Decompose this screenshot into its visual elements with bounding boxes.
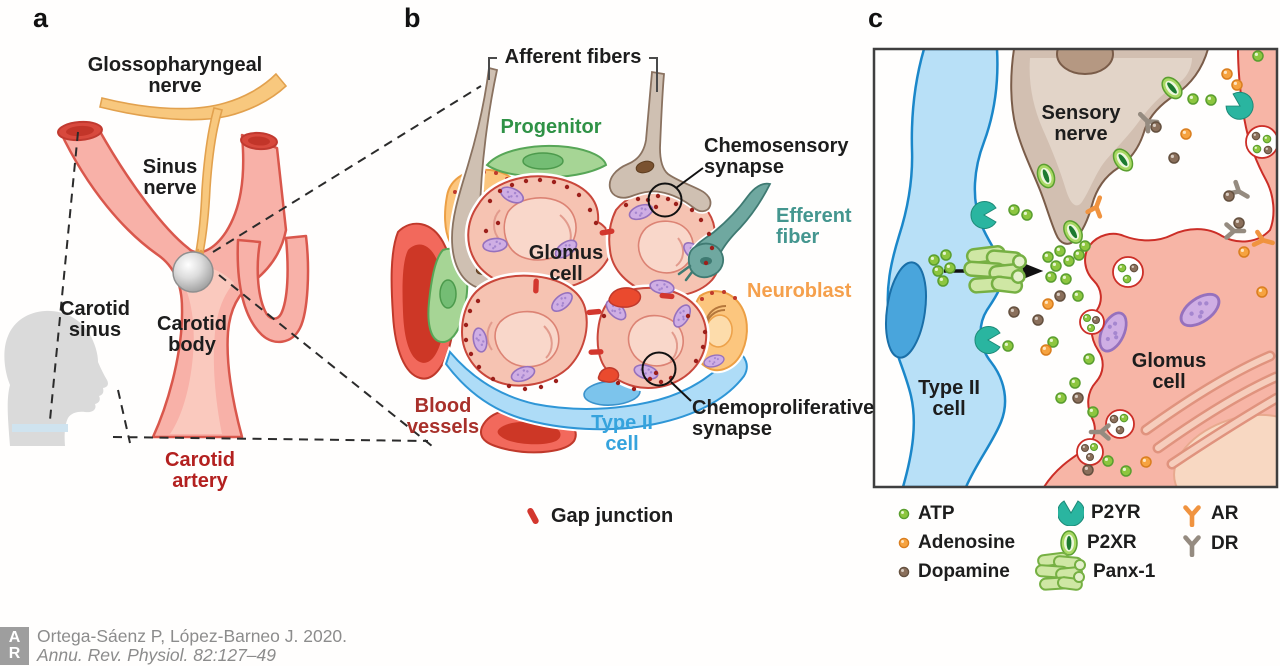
legend-label: ATP bbox=[918, 503, 955, 524]
label-glomus-cell-b: Glomus cell bbox=[528, 242, 604, 286]
label-sensory-nerve: Sensory nerve bbox=[1041, 102, 1121, 146]
legend-label: Adenosine bbox=[918, 532, 1016, 553]
legend-item-panx1: Panx-1 bbox=[1034, 551, 1155, 593]
dopamine-brown-dot-icon bbox=[898, 566, 910, 578]
legend-item-adenosine: Adenosine bbox=[897, 532, 1015, 554]
type2-cell-shape-b bbox=[444, 348, 748, 431]
logo-letter-a: A bbox=[8, 629, 21, 646]
panel-c-frame bbox=[872, 47, 1279, 489]
legend-label: Dopamine bbox=[918, 561, 1010, 582]
chemoproliferative-synapse-circle bbox=[641, 351, 677, 387]
ar-orange-receptor-icon bbox=[1180, 501, 1204, 527]
dashed-connectors bbox=[49, 85, 482, 447]
label-chemosensory-synapse: Chemosensory synapse bbox=[704, 135, 849, 179]
legend-item-atp: ATP bbox=[897, 503, 955, 525]
panel-b-art bbox=[390, 57, 774, 526]
label-chemoproliferative-synapse: Chemoproliferative synapse bbox=[692, 397, 875, 441]
carotid-fork-shape bbox=[236, 234, 310, 344]
annual-reviews-logo: A R bbox=[0, 627, 29, 665]
label-glossopharyngeal-nerve: Glossopharyngeal nerve bbox=[87, 54, 263, 98]
legend-item-dopamine: Dopamine bbox=[897, 561, 1010, 583]
legend-item-ar: AR bbox=[1180, 501, 1238, 527]
p2yr-teal-receptor-icon bbox=[1058, 500, 1084, 526]
panel-c-art bbox=[872, 47, 1279, 489]
label-glomus-cell-c: Glomus cell bbox=[1131, 350, 1207, 394]
citation-journal: Annu. Rev. Physiol. 82:127–49 bbox=[37, 645, 277, 665]
legend-label: Panx-1 bbox=[1093, 561, 1156, 582]
legend-item-p2xr: P2XR bbox=[1058, 530, 1137, 556]
artery-openings bbox=[57, 120, 278, 151]
logo-letter-r: R bbox=[8, 645, 21, 662]
panel-a-letter: a bbox=[33, 3, 49, 33]
label-sinus-nerve: Sinus nerve bbox=[142, 156, 198, 200]
panx1-channel bbox=[962, 244, 1027, 295]
dr-gray-receptor-icon bbox=[1180, 531, 1204, 557]
afferent-bracket bbox=[488, 57, 658, 92]
gap-junction-icon bbox=[526, 506, 540, 526]
glossopharyngeal-nerve-shape bbox=[99, 72, 288, 121]
label-carotid-artery: Carotid artery bbox=[165, 449, 235, 493]
label-neuroblast: Neuroblast bbox=[747, 280, 852, 302]
label-carotid-sinus: Carotid sinus bbox=[60, 298, 130, 342]
legend-label: P2YR bbox=[1091, 502, 1141, 523]
legend-label: P2XR bbox=[1087, 532, 1137, 553]
head-silhouette bbox=[4, 310, 108, 446]
adenosine-orange-dot-icon bbox=[898, 537, 910, 549]
legend-label: AR bbox=[1211, 503, 1239, 524]
label-gap-junction: Gap junction bbox=[551, 505, 674, 527]
label-efferent-fiber: Efferent fiber bbox=[776, 205, 852, 249]
glomus-cells bbox=[458, 172, 724, 392]
label-blood-vessels: Blood vessels bbox=[406, 395, 480, 439]
golgi bbox=[1140, 350, 1277, 470]
atp-green-dot-icon bbox=[898, 508, 910, 520]
panx1-channel-bundle-icon bbox=[1034, 551, 1086, 592]
afferent-fiber-right-shape bbox=[608, 70, 712, 213]
legend-item-p2yr: P2YR bbox=[1058, 500, 1141, 526]
panel-a-art bbox=[4, 72, 482, 447]
dense-core-vesicle-dots bbox=[463, 177, 715, 392]
citation-block: A R Ortega-Sáenz P, López-Barneo J. 2020… bbox=[0, 627, 347, 665]
label-carotid-body: Carotid body bbox=[157, 313, 227, 357]
citation-authors: Ortega-Sáenz P, López-Barneo J. 2020. bbox=[37, 626, 348, 646]
label-type2-cell-b: Type II cell bbox=[591, 412, 653, 456]
vesicles bbox=[1076, 125, 1277, 466]
chemosensory-synapse-circle bbox=[647, 182, 683, 218]
label-progenitor: Progenitor bbox=[500, 116, 602, 138]
label-type2-cell-c: Type II cell bbox=[918, 377, 980, 421]
legend-label: DR bbox=[1211, 533, 1239, 554]
legend-item-dr: DR bbox=[1180, 531, 1238, 557]
panel-b-letter: b bbox=[404, 3, 421, 33]
panel-c-letter: c bbox=[868, 3, 884, 33]
label-afferent-fibers: Afferent fibers bbox=[504, 46, 642, 68]
carotid-body-shape bbox=[172, 251, 214, 293]
